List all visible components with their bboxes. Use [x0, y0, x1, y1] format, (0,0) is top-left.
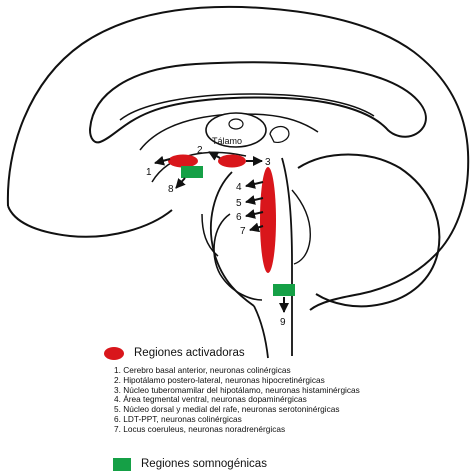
arrow-8 — [175, 177, 186, 189]
legend-somnogenic-header: Regiones somnogénicas — [113, 455, 267, 473]
legend-item: 5. Núcleo dorsal y medial del rafe, neur… — [114, 404, 340, 415]
arrow-5 — [245, 195, 264, 205]
brain-outline — [6, 5, 470, 311]
arrow-2 — [208, 151, 221, 161]
pineal-shape — [269, 125, 290, 144]
legend-item: 4. Área tegmental ventral, neuronas dopa… — [114, 394, 307, 405]
arrow-6 — [245, 209, 264, 219]
legend-item: 1. Cerebro basal anterior, neuronas coli… — [114, 365, 291, 375]
pons-outline — [213, 213, 263, 301]
frontal-base-outline — [7, 205, 173, 238]
somnogenic-marker-icon — [113, 457, 131, 471]
thalamus-shape — [205, 112, 267, 148]
arrow-7 — [249, 222, 264, 233]
legend-item: 6. LDT-PPT, neuronas colinérgicas — [114, 413, 242, 424]
label-8: 8 — [168, 184, 174, 195]
region-1-basal-forebrain — [168, 154, 198, 168]
fourth-ventricle — [291, 189, 311, 265]
thalamus-label: Tálamo — [212, 136, 242, 146]
massa-intermedia — [228, 118, 244, 130]
label-1: 1 — [146, 167, 152, 178]
legend-item: 7. Locus coeruleus, neuronas noradrenérg… — [114, 423, 286, 434]
region-9-somnogenic — [273, 284, 295, 296]
hypothalamus-outline — [151, 151, 247, 183]
region-8-somnogenic — [181, 166, 203, 178]
label-5: 5 — [236, 198, 242, 209]
arrow-1 — [154, 155, 171, 166]
label-6: 6 — [236, 212, 242, 223]
legend-activating-header: Regiones activadoras — [104, 344, 464, 362]
cerebellum-outline — [297, 153, 441, 308]
region-2-3-hypothalamus — [218, 154, 246, 168]
region-4-7-brainstem — [260, 167, 276, 273]
label-2: 2 — [197, 145, 203, 156]
arrow-4 — [245, 179, 264, 189]
legend-item: 3. Núcleo tuberomamilar del hipotálamo, … — [114, 384, 360, 395]
corpus-callosum-outer — [88, 61, 427, 144]
label-3: 3 — [265, 157, 271, 168]
legend: Regiones activadoras 1. Cerebro basal an… — [104, 344, 464, 435]
legend-activating-title: Regiones activadoras — [134, 347, 245, 359]
brainstem-front-lower — [253, 305, 269, 359]
label-7: 7 — [240, 226, 246, 237]
legend-activating-list: 1. Cerebro basal anterior, neuronas coli… — [114, 365, 464, 435]
brainstem-back — [281, 157, 293, 356]
legend-item: 2. Hipotálamo postero-lateral, neuronas … — [114, 374, 325, 385]
activating-marker-icon — [104, 346, 124, 360]
label-9: 9 — [280, 317, 286, 328]
label-4: 4 — [236, 182, 242, 193]
legend-somnogenic-title: Regiones somnogénicas — [141, 458, 267, 470]
corpus-callosum-inner — [119, 93, 375, 121]
midbrain-front — [210, 171, 255, 307]
